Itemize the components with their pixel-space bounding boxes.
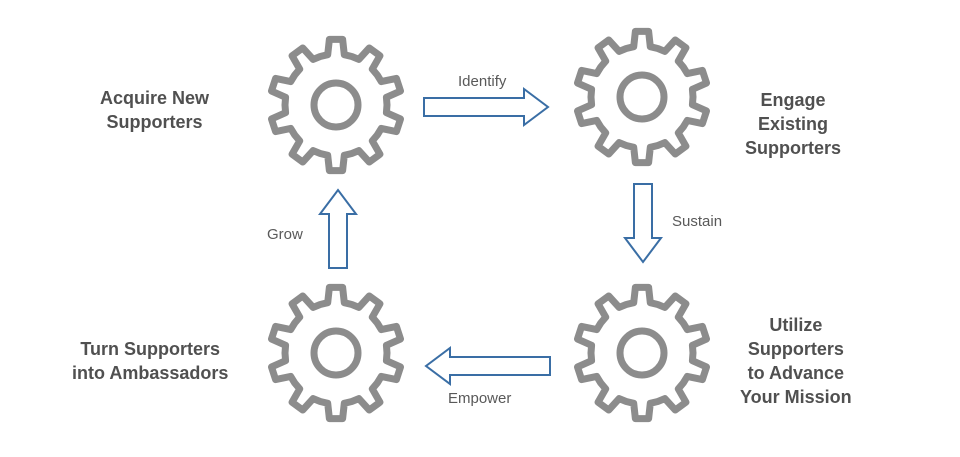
gear-icon-engage	[574, 27, 710, 167]
arrow-right-icon	[423, 87, 550, 127]
gear-hub	[310, 327, 362, 379]
gear-icon-ambassadors	[268, 283, 404, 423]
stage-label-engage: Engage Existing Supporters	[745, 90, 842, 158]
arrow-down-icon	[623, 183, 663, 264]
stage-label-ambassadors: Turn Supporters into Ambassadors	[72, 339, 229, 383]
transition-label-grow: Grow	[267, 226, 303, 243]
gear-hub	[310, 79, 362, 131]
gear-icon-utilize	[574, 283, 710, 423]
stage-label-utilize: Utilize Supporters to Advance Your Missi…	[740, 315, 852, 407]
gear-hub	[616, 71, 668, 123]
arrow-left-icon	[424, 346, 551, 386]
transition-label-empower: Empower	[448, 390, 512, 407]
stage-label-acquire: Acquire New Supporters	[100, 88, 210, 132]
gear-icon-acquire	[268, 35, 404, 175]
transition-label-sustain: Sustain	[672, 213, 723, 230]
arrow-up-icon	[318, 188, 358, 269]
transition-label-identify: Identify	[458, 73, 507, 90]
gear-hub	[616, 327, 668, 379]
